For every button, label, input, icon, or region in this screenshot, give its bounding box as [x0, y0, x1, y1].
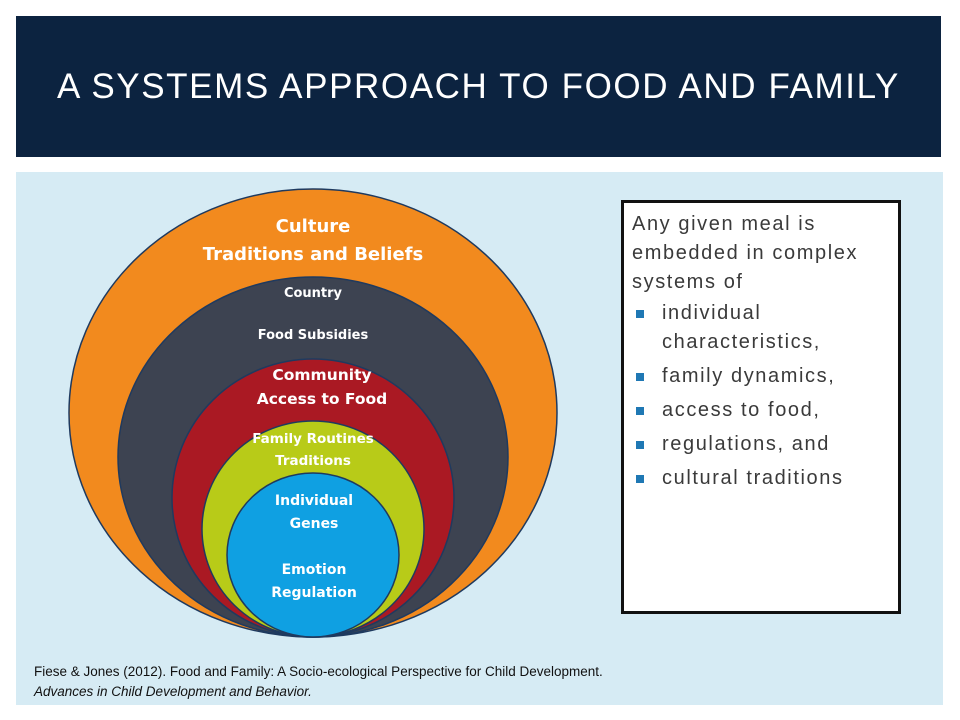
family-routines-label: Family Routines	[252, 431, 374, 447]
emotion-label: Emotion	[282, 562, 347, 578]
summary-textbox: Any given meal is embedded in complex sy…	[621, 200, 901, 614]
bullet-item: individual characteristics,	[624, 299, 898, 357]
country-label: Country	[284, 286, 343, 301]
bullet-item: access to food,	[624, 396, 898, 425]
citation-journal: Advances in Child Development and Behavi…	[34, 684, 312, 699]
bullet-text: cultural traditions	[662, 467, 844, 489]
traditions-beliefs-label: Traditions and Beliefs	[203, 244, 423, 265]
bullet-text: regulations, and	[662, 433, 830, 455]
square-bullet-icon	[636, 373, 644, 381]
square-bullet-icon	[636, 407, 644, 415]
regulation-label: Regulation	[271, 585, 357, 601]
individual-ring	[226, 472, 400, 638]
citation: Fiese & Jones (2012). Food and Family: A…	[34, 662, 603, 702]
square-bullet-icon	[636, 310, 644, 318]
square-bullet-icon	[636, 475, 644, 483]
bullet-text: family dynamics,	[662, 365, 836, 387]
title-bar: A SYSTEMS APPROACH TO FOOD AND FAMILY	[16, 16, 941, 157]
bullet-item: regulations, and	[624, 430, 898, 459]
bullet-list: individual characteristics, family dynam…	[624, 299, 898, 493]
food-subsidies-label: Food Subsidies	[258, 328, 369, 343]
community-label: Community	[272, 366, 371, 384]
access-to-food-label: Access to Food	[257, 390, 388, 408]
bullet-item: cultural traditions	[624, 464, 898, 493]
traditions-label: Traditions	[275, 453, 351, 469]
bullet-item: family dynamics,	[624, 362, 898, 391]
genes-label: Genes	[290, 516, 339, 532]
bullet-text: access to food,	[662, 399, 821, 421]
individual-label: Individual	[275, 493, 353, 509]
slide-title: A SYSTEMS APPROACH TO FOOD AND FAMILY	[56, 66, 900, 106]
square-bullet-icon	[636, 441, 644, 449]
citation-line: Fiese & Jones (2012). Food and Family: A…	[34, 664, 603, 679]
intro-text: Any given meal is embedded in complex sy…	[632, 213, 859, 293]
culture-label: Culture	[276, 216, 351, 237]
bullet-text: individual characteristics,	[662, 302, 821, 353]
